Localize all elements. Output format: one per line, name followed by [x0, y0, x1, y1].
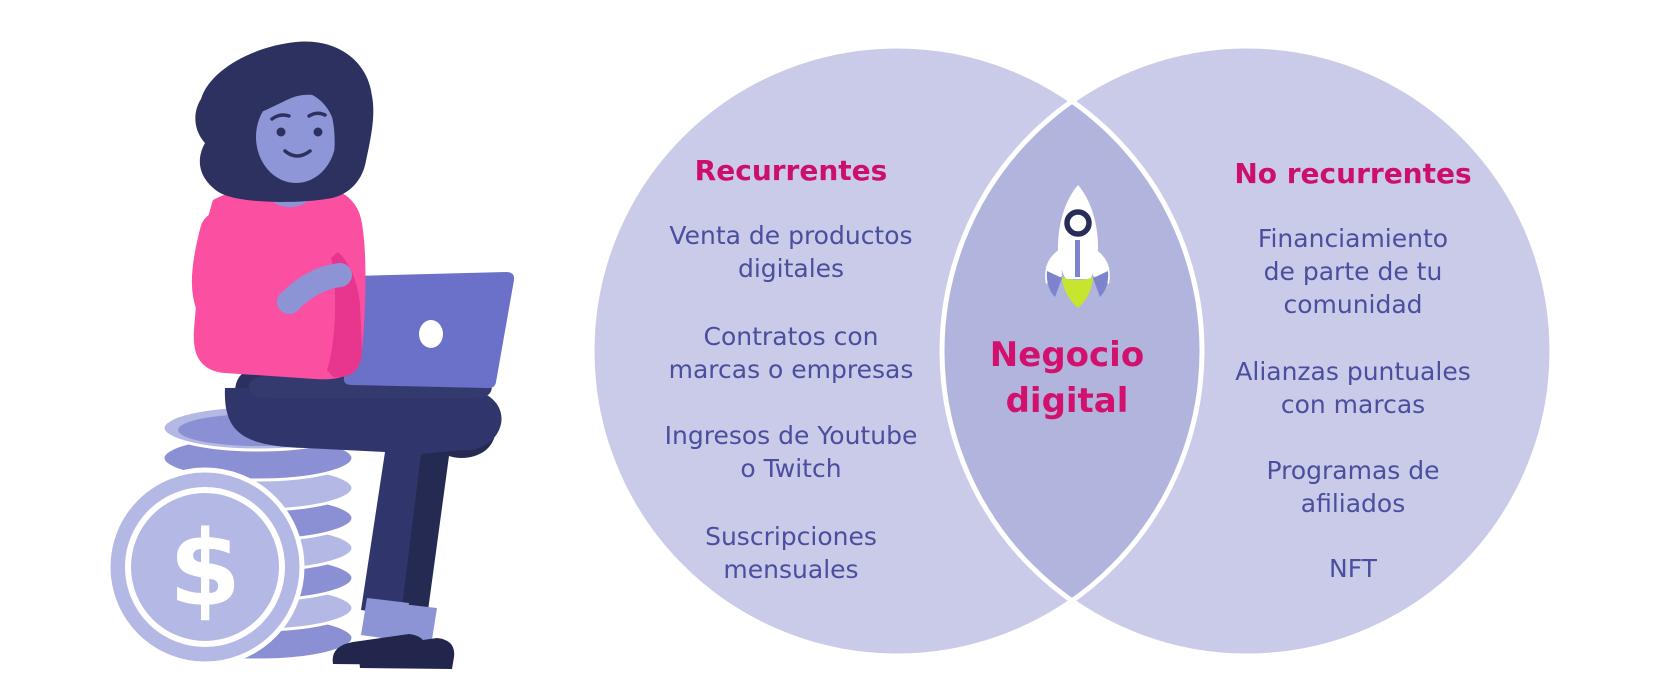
venn-left-outline [589, 43, 1205, 659]
front-leg [224, 386, 502, 616]
right-item-3: Programas de afiliados [1266, 456, 1440, 518]
rocket-icon [1045, 185, 1110, 308]
hand [277, 263, 352, 314]
woman-on-coins-illustration: $ [105, 41, 515, 669]
hair-lock-right [325, 92, 348, 180]
right-item-1: Financiamiento de parte de tu comunidad [1257, 224, 1449, 319]
left-item-2: Contratos con marcas o empresas [668, 322, 914, 384]
left-item-1: Venta de productos digitales [669, 221, 913, 283]
laptop [343, 272, 515, 389]
right-item-2: Alianzas puntuales con marcas [1235, 357, 1471, 419]
arm-sleeve [191, 211, 313, 346]
right-circle-title: No recurrentes [1234, 157, 1472, 190]
fingers [327, 264, 350, 278]
left-item-3: Ingresos de Youtube o Twitch [664, 421, 918, 483]
hair-fringe [255, 73, 345, 114]
laptop-logo [419, 320, 443, 348]
left-eye [276, 127, 286, 137]
dollar-coin: $ [105, 467, 305, 667]
right-eyebrow [307, 111, 327, 118]
right-eye [313, 127, 323, 137]
front-ankle [361, 598, 409, 641]
right-item-4: NFT [1329, 554, 1377, 583]
front-shoe [332, 634, 427, 665]
overlap-title: Negocio digital [989, 335, 1145, 421]
left-eyebrow [270, 113, 291, 121]
venn-right-outline [939, 43, 1555, 659]
left-item-4: Suscripciones mensuales [705, 522, 877, 584]
smile [283, 149, 312, 158]
left-circle-title: Recurrentes [694, 154, 888, 187]
face [255, 73, 348, 183]
venn-overlap-region [942, 46, 1202, 656]
dollar-sign: $ [169, 508, 241, 630]
